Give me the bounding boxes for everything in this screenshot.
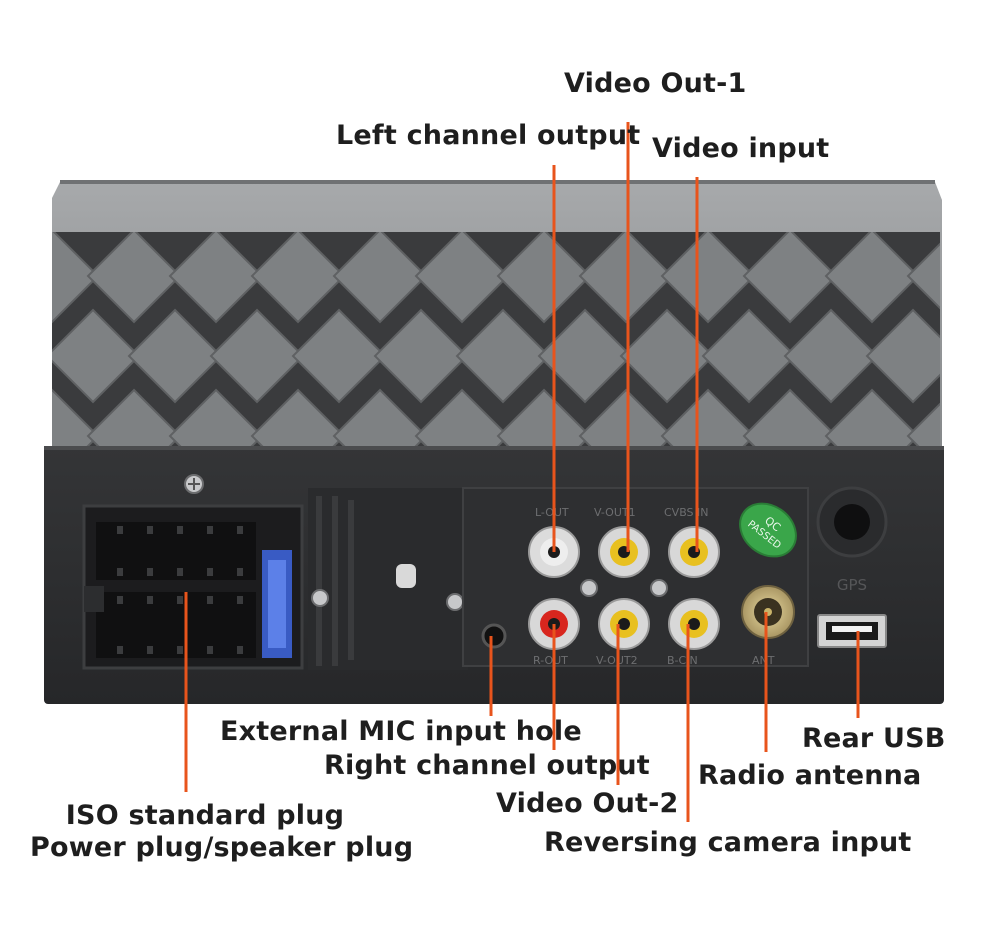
vent-diamond: [578, 388, 674, 450]
vent-diamond: [660, 388, 756, 450]
vent-grille: [52, 232, 940, 450]
vent-diamond: [168, 232, 264, 324]
mic-input-hole: [481, 623, 507, 649]
fuse: [268, 560, 286, 648]
rca-jack-v-out1: [598, 526, 650, 578]
vent-diamond: [578, 232, 674, 324]
chassis-edge: [60, 180, 935, 184]
vent-diamond: [291, 308, 387, 404]
iso-pin: [237, 526, 243, 534]
print-v-out1: V-OUT1: [594, 506, 636, 519]
iso-pin: [207, 568, 213, 576]
vent-diamond: [496, 232, 592, 324]
vent-diamond: [824, 388, 920, 450]
rca-jack-v-out2: [598, 598, 650, 650]
vent-diamond: [742, 232, 838, 324]
label-video-input: Video input: [652, 133, 830, 164]
iso-pin: [147, 568, 153, 576]
screw: [650, 579, 668, 597]
label-iso-standard-plug: ISO standard plug: [65, 800, 345, 831]
print-cvbs-in: CVBS IN: [664, 506, 709, 519]
iso-pin: [177, 568, 183, 576]
vent-diamond: [824, 232, 920, 324]
vent-diamond: [414, 232, 510, 324]
screw-slot: [188, 478, 200, 490]
vent-diamond: [127, 308, 223, 404]
print-b-cin: B-CIN: [667, 654, 698, 667]
label-reversing-camera-input: Reversing camera input: [544, 827, 912, 858]
vent-diamond: [332, 388, 428, 450]
rear-usb-port: [817, 614, 887, 648]
vent-diamond: [52, 232, 100, 324]
iso-pin: [177, 526, 183, 534]
iso-pin: [177, 596, 183, 604]
vent-diamond: [414, 388, 510, 450]
label-external-mic: External MIC input hole: [220, 716, 582, 747]
iso-pin: [147, 526, 153, 534]
vent-diamond: [783, 308, 879, 404]
iso-pin: [237, 568, 243, 576]
vent-diamond: [742, 388, 838, 450]
iso-pin: [207, 646, 213, 654]
rca-jack-cvbs-in: [668, 526, 720, 578]
vent-diamond: [86, 232, 182, 324]
iso-connector: [82, 504, 304, 670]
vent-diamond: [865, 308, 940, 404]
iso-pin: [177, 646, 183, 654]
label-power-speaker-plug: Power plug/speaker plug: [30, 832, 414, 863]
vent-diamond: [906, 242, 940, 310]
vent-diamond: [906, 402, 940, 450]
ridge-block: [308, 488, 468, 670]
iso-pin: [117, 568, 123, 576]
screw: [311, 589, 329, 607]
print-r-out: R-OUT: [533, 654, 568, 667]
gps-port: GPS: [816, 486, 888, 594]
vent-diamond: [52, 308, 141, 404]
label-radio-antenna: Radio antenna: [698, 760, 922, 791]
vent-diamond: [168, 388, 264, 450]
print-gps: GPS: [837, 576, 867, 594]
print-ant: ANT: [752, 654, 775, 667]
qc-passed-sticker: QC PASSED: [739, 502, 797, 558]
iso-pin: [207, 526, 213, 534]
iso-pin: [147, 646, 153, 654]
iso-pin: [117, 646, 123, 654]
iso-pin: [147, 596, 153, 604]
iso-pin: [237, 596, 243, 604]
radio-antenna-socket: [741, 585, 795, 639]
vent-diamond: [52, 388, 100, 450]
vent-diamond: [660, 232, 756, 324]
iso-pin: [237, 646, 243, 654]
vent-diamond: [496, 388, 592, 450]
vent-diamond: [250, 232, 346, 324]
vent-diamond: [86, 388, 182, 450]
vent-diamond: [701, 308, 797, 404]
vent-diamond: [250, 388, 346, 450]
label-rear-usb: Rear USB: [802, 723, 946, 754]
label-video-out-2: Video Out-2: [496, 788, 679, 819]
iso-pin: [117, 526, 123, 534]
panel-edge: [44, 446, 944, 450]
rca-jack-b-cin: [668, 598, 720, 650]
print-l-out: L-OUT: [535, 506, 569, 519]
iso-pin: [117, 596, 123, 604]
screw: [580, 579, 598, 597]
label-left-channel-output: Left channel output: [336, 120, 641, 151]
label-iso-plug: ISO standard plug Power plug/speaker plu…: [30, 800, 414, 864]
screw: [446, 593, 464, 611]
vent-diamond: [209, 308, 305, 404]
leader-lines: [184, 122, 860, 822]
led-window: [396, 564, 416, 588]
vent-diamond: [332, 232, 428, 324]
label-right-channel-output: Right channel output: [324, 750, 650, 781]
label-video-out-1: Video Out-1: [564, 68, 747, 99]
iso-pin: [207, 596, 213, 604]
vent-diamond: [373, 308, 469, 404]
vent-diamond: [455, 308, 551, 404]
